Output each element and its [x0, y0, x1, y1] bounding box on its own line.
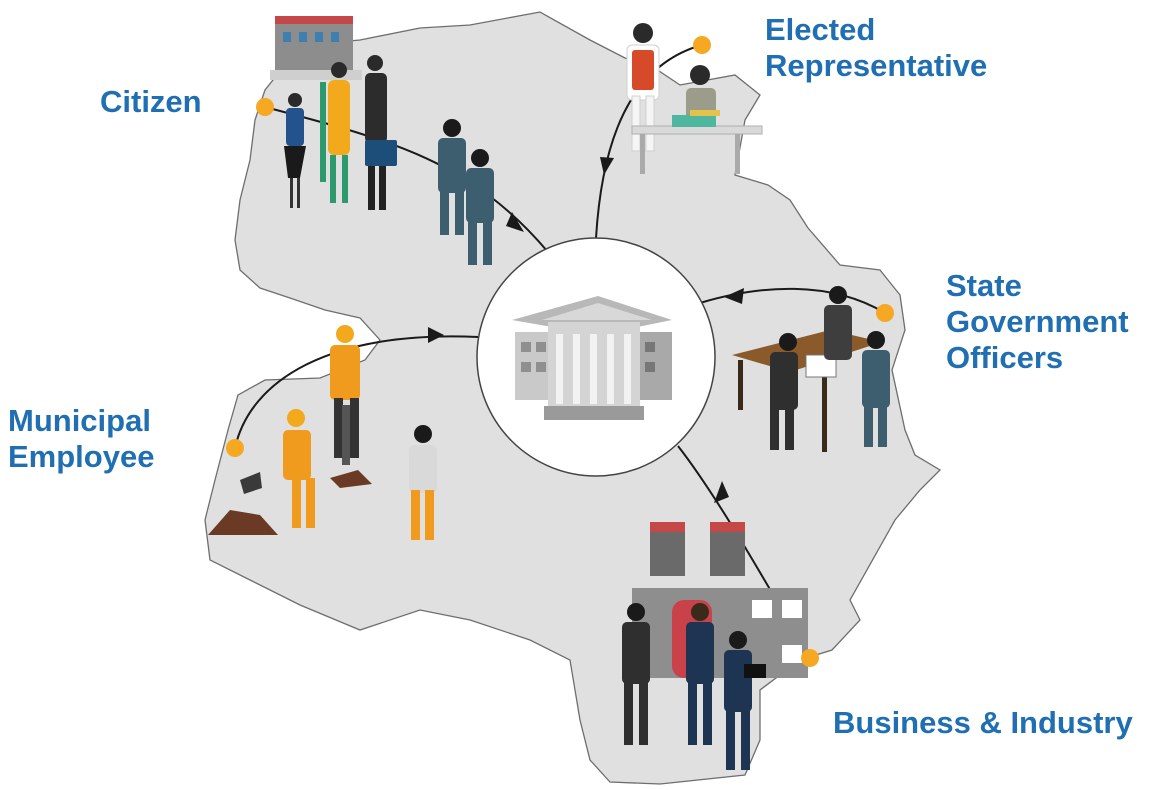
label-state-line-1: State: [946, 268, 1022, 303]
node-dot-business: [801, 649, 819, 667]
label-elected-representative: Elected Representative: [765, 12, 987, 84]
label-state-government-officers: State Government Officers: [946, 268, 1129, 376]
factory-handshake-icon: [622, 522, 808, 770]
node-dot-elected: [693, 36, 711, 54]
government-hub: [476, 237, 716, 477]
node-dot-municipal: [226, 439, 244, 457]
label-citizen: Citizen: [100, 84, 202, 120]
label-municipal-line-1: Municipal: [8, 403, 151, 438]
arrowhead-municipal: [428, 327, 444, 343]
node-dot-state: [876, 304, 894, 322]
flow-arrow-elected: [595, 44, 703, 239]
politician-at-desk-icon: [626, 23, 763, 174]
label-municipal-line-2: Employee: [8, 439, 155, 474]
citizens-group-icon: [270, 16, 494, 265]
arrowhead-elected: [600, 157, 614, 175]
officers-at-desk-icon: [732, 286, 890, 452]
label-state-line-3: Officers: [946, 340, 1064, 375]
label-municipal-employee: Municipal Employee: [8, 403, 154, 475]
flow-arrow-state: [699, 287, 886, 314]
flow-arrow-citizen: [264, 106, 549, 253]
flow-arrow-municipal: [234, 335, 479, 449]
government-building-icon: [512, 296, 672, 420]
label-citizen-line-1: Citizen: [100, 84, 202, 119]
label-business-line-1: Business & Industry: [833, 705, 1133, 740]
arrowhead-citizen: [506, 212, 524, 232]
arrowhead-business: [714, 481, 729, 503]
label-elected-line-2: Representative: [765, 48, 988, 83]
construction-workers-icon: [208, 325, 437, 540]
arrowhead-state: [724, 288, 744, 304]
label-state-line-2: Government: [946, 304, 1129, 339]
label-elected-line-1: Elected: [765, 12, 876, 47]
label-business-industry: Business & Industry: [833, 705, 1133, 741]
node-dot-citizen: [256, 98, 274, 116]
